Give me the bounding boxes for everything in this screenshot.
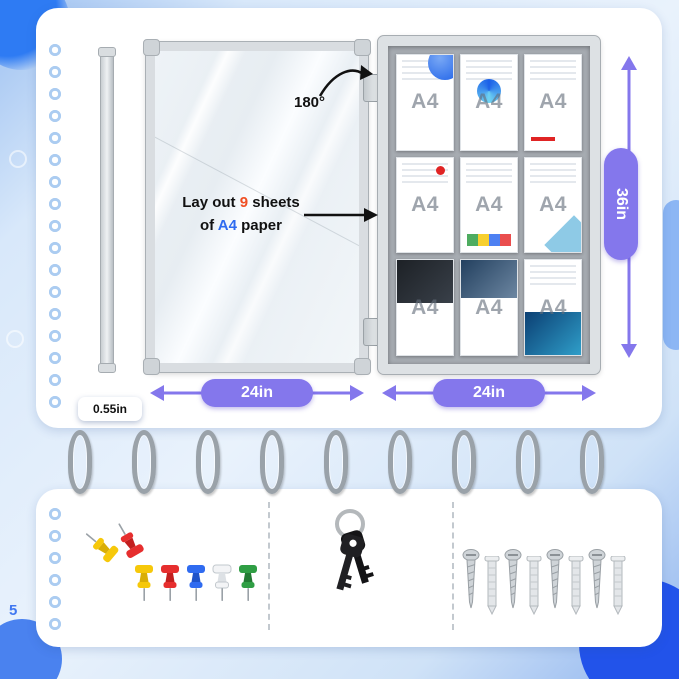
corner-cap-icon — [354, 39, 371, 56]
corner-cap-icon — [143, 39, 160, 56]
binder-ring-icon — [580, 430, 604, 494]
dashed-divider — [452, 502, 454, 630]
paper-watermark: A4 — [411, 192, 439, 216]
paper-watermark: A4 — [475, 90, 503, 114]
note-count: 9 — [239, 194, 249, 211]
binder-ring-icon — [516, 430, 540, 494]
binder-ring-icon — [132, 430, 156, 494]
screw-icon — [546, 549, 564, 609]
board-side-view — [98, 47, 116, 373]
paper-grid: A4 A4 A4 A4 A4 A4 A4 A4 A4 — [396, 54, 582, 356]
wall-anchor-icon — [568, 556, 584, 616]
layout-note: Lay out 9 sheets of A4 paper — [166, 192, 316, 237]
pushpin-icon — [236, 564, 260, 602]
rotation-label: 180° — [294, 94, 326, 111]
height-label: 36in — [613, 187, 630, 220]
paper-watermark: A4 — [539, 295, 567, 319]
a4-paper: A4 — [460, 54, 518, 151]
dim-pill-width-left: 24in — [201, 379, 313, 407]
dashed-divider — [268, 502, 270, 630]
mounting-hardware-group — [462, 520, 648, 616]
board-closed-front — [143, 39, 371, 375]
doodle-circle — [6, 330, 24, 348]
note-arrow-icon — [304, 208, 378, 222]
a4-paper: A4 — [396, 259, 454, 356]
pushpin-icon — [184, 564, 208, 602]
paper-watermark: A4 — [411, 90, 439, 114]
wall-anchor-icon — [610, 556, 626, 616]
screw-icon — [588, 549, 606, 609]
binding-holes-top — [47, 42, 63, 414]
paper-watermark: A4 — [475, 295, 503, 319]
depth-label: 0.55in — [78, 397, 142, 421]
paper-watermark: A4 — [539, 90, 567, 114]
edge-accent-right — [663, 200, 679, 350]
binder-ring-icon — [196, 430, 220, 494]
paper-watermark: A4 — [539, 192, 567, 216]
curved-arrow-icon — [318, 65, 373, 97]
note-text: paper — [236, 216, 282, 234]
a4-paper: A4 — [524, 54, 582, 151]
pushpin-icon — [158, 564, 182, 602]
a4-paper: A4 — [524, 259, 582, 356]
board-open-front: A4 A4 A4 A4 A4 A4 A4 A4 A4 — [377, 35, 601, 375]
a4-paper: A4 — [396, 156, 454, 254]
paper-watermark: A4 — [475, 192, 503, 216]
note-text: of — [200, 216, 218, 234]
note-text: Lay out — [182, 194, 240, 211]
screw-icon — [462, 549, 480, 609]
a4-paper: A4 — [396, 54, 454, 151]
binder-ring-icon — [68, 430, 92, 494]
screw-icon — [504, 549, 522, 609]
pushpin-icon — [108, 517, 148, 562]
pushpins-group — [85, 516, 257, 628]
dim-pill-height: 36in — [604, 148, 638, 260]
wall-anchor-icon — [526, 556, 542, 616]
binder-ring-icon — [324, 430, 348, 494]
a4-paper: A4 — [524, 156, 582, 254]
binder-ring-icon — [260, 430, 284, 494]
pushpin-icon — [210, 564, 234, 602]
note-a4: A4 — [217, 216, 237, 234]
background-doodle-number: 5 — [9, 602, 18, 619]
note-text: sheets — [248, 194, 300, 211]
paper-watermark: A4 — [411, 295, 439, 319]
binder-ring-icon — [388, 430, 412, 494]
corner-cap-icon — [354, 358, 371, 375]
a4-paper: A4 — [460, 259, 518, 356]
glass-door — [155, 51, 359, 363]
wall-anchor-icon — [484, 556, 500, 616]
binder-ring-icon — [452, 430, 476, 494]
felt-panel: A4 A4 A4 A4 A4 A4 A4 A4 A4 — [388, 46, 590, 364]
a4-paper: A4 — [460, 156, 518, 254]
binding-holes-bottom — [47, 506, 63, 638]
dim-pill-width-right: 24in — [433, 379, 545, 407]
pushpin-icon — [78, 524, 123, 567]
doodle-circle — [9, 150, 27, 168]
corner-cap-icon — [143, 358, 160, 375]
keys-icon — [298, 506, 402, 622]
pushpin-icon — [132, 564, 156, 602]
